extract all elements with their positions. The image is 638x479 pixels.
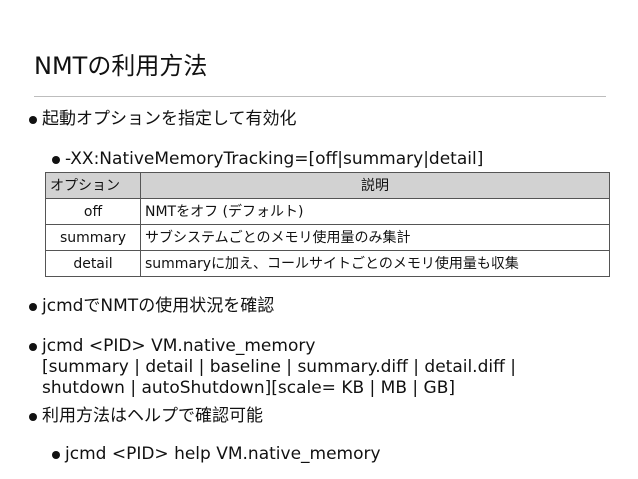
- jcmd-line: shutdown | autoShutdown][scale= KB | MB …: [42, 378, 456, 398]
- bullet-text: 起動オプションを指定して有効化: [42, 109, 297, 129]
- bullet-text: 利用方法はヘルプで確認可能: [42, 406, 263, 426]
- bullet-dot: [29, 116, 37, 124]
- bullet-dot: [52, 451, 60, 459]
- option-cell: detail: [45, 250, 141, 277]
- description-cell: サブシステムごとのメモリ使用量のみ集計: [140, 224, 610, 251]
- bullet-text: jcmd <PID> help VM.native_memory: [65, 444, 381, 464]
- bullet-dot: [29, 303, 37, 311]
- bullet-dot: [29, 413, 37, 421]
- table-row: summary サブシステムごとのメモリ使用量のみ集計: [45, 224, 610, 251]
- bullet-text: -XX:NativeMemoryTracking=[off|summary|de…: [65, 149, 484, 169]
- bullet-nmt-flag: -XX:NativeMemoryTracking=[off|summary|de…: [52, 148, 484, 170]
- bullet-help: 利用方法はヘルプで確認可能: [29, 405, 263, 427]
- option-cell: off: [45, 198, 141, 225]
- description-cell: NMTをオフ (デフォルト): [140, 198, 610, 225]
- table-row: detail summaryに加え、コールサイトごとのメモリ使用量も収集: [45, 250, 610, 277]
- bullet-jcmd-check: jcmdでNMTの使用状況を確認: [29, 295, 275, 317]
- bullet-dot: [52, 156, 60, 164]
- description-cell: summaryに加え、コールサイトごとのメモリ使用量も収集: [140, 250, 610, 277]
- bullet-jcmd-syntax: jcmd <PID> VM.native_memory [summary | d…: [29, 336, 516, 399]
- bullet-dot: [29, 343, 37, 351]
- title-divider: [34, 96, 606, 97]
- column-header-option: オプション: [45, 172, 141, 199]
- bullet-enable-option: 起動オプションを指定して有効化: [29, 108, 297, 130]
- bullet-help-command: jcmd <PID> help VM.native_memory: [52, 443, 381, 465]
- jcmd-line: [summary | detail | baseline | summary.d…: [42, 357, 516, 377]
- table-row: off NMTをオフ (デフォルト): [45, 198, 610, 225]
- bullet-text: jcmdでNMTの使用状況を確認: [42, 296, 275, 316]
- slide-title: NMTの利用方法: [34, 52, 208, 80]
- column-header-description: 説明: [140, 172, 610, 199]
- jcmd-line: jcmd <PID> VM.native_memory: [42, 336, 316, 356]
- table-header-row: オプション 説明: [45, 172, 610, 199]
- options-table: オプション 説明 off NMTをオフ (デフォルト) summary サブシス…: [45, 172, 610, 277]
- option-cell: summary: [45, 224, 141, 251]
